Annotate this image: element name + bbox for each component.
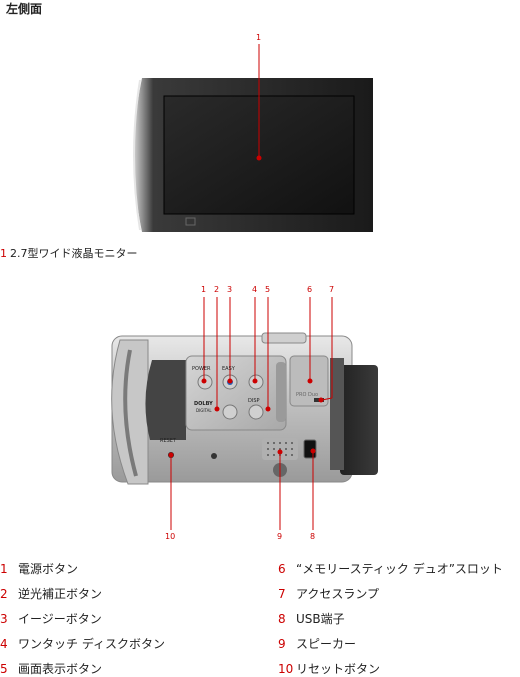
caption-number: 1 [0,247,7,260]
callout-1: 1 [256,33,262,42]
pro-duo-label: PRO Duo [296,392,319,398]
callout-2: 2 [214,285,220,294]
power-label: POWER [192,366,211,372]
callout-4: 4 [252,285,258,294]
easy-label: EASY [222,366,235,372]
dolby-sub-label: DIGITAL [196,408,212,413]
callout-10: 10 [165,532,176,541]
lcd-monitor-illustration [133,44,373,232]
dolby-label: DOLBY [194,401,213,407]
callout-1: 1 [201,285,207,294]
callout-5: 5 [265,285,271,294]
callout-6: 6 [307,285,313,294]
page-title: 左側面 [6,2,43,16]
reset-label: RESET [160,438,177,444]
caption-text: 2.7型ワイド液晶モニター [10,247,138,260]
callout-3: 3 [227,285,233,294]
legend-item: 6“メモリースティック デュオ”スロット [278,562,503,576]
disp-label: DISP [248,398,260,404]
camera-side-illustration [111,297,378,530]
callout-7: 7 [329,285,335,294]
callout-9: 9 [277,532,283,541]
callout-8: 8 [310,532,316,541]
